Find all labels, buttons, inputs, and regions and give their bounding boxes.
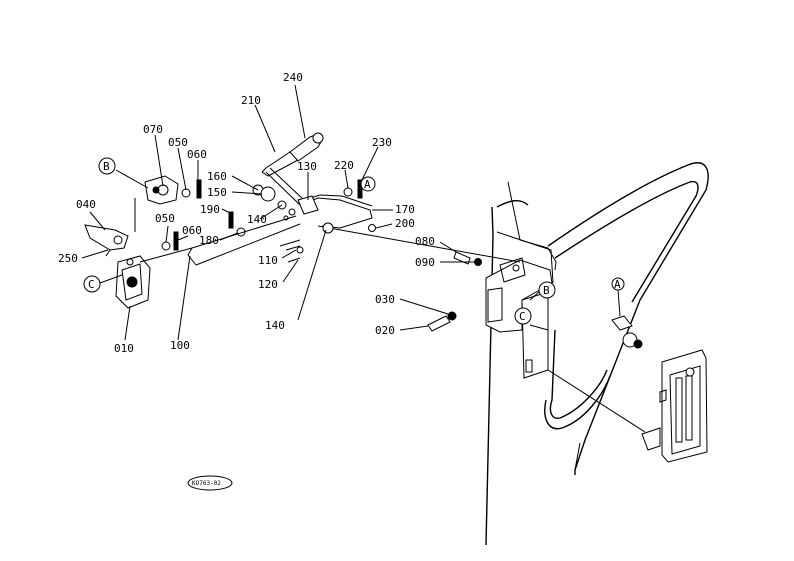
label-010: 010 (114, 342, 134, 355)
label-240: 240 (283, 71, 303, 84)
label-060b: 060 (182, 224, 202, 237)
drawing-code-text: KO763-02 (192, 480, 221, 487)
part-labels: 240 210 230 130 220 160 150 190 140 170 … (58, 71, 435, 355)
bracket-assembly (485, 257, 553, 379)
label-220: 220 (334, 159, 354, 172)
label-040: 040 (76, 198, 96, 211)
latch-plate (641, 349, 708, 463)
label-210: 210 (241, 94, 261, 107)
left-assembly (84, 175, 301, 309)
callout-c-right (514, 307, 532, 325)
callout-c-left (83, 275, 101, 293)
rod-lines (317, 225, 646, 433)
label-140a: 140 (247, 213, 267, 226)
callout-a-mid (360, 176, 376, 192)
drawing-code-stamp: KO763-02 (187, 475, 233, 491)
callout-b-right-letter: B (543, 284, 550, 297)
leader-lines (81, 84, 621, 341)
label-200: 200 (395, 217, 415, 230)
label-020: 020 (375, 324, 395, 337)
label-050b: 050 (155, 212, 175, 225)
callout-c-left-letter: C (88, 278, 95, 291)
label-110: 110 (258, 254, 278, 267)
callout-b-right (538, 281, 556, 299)
label-170: 170 (395, 203, 415, 216)
label-180: 180 (199, 234, 219, 247)
label-140b: 140 (265, 319, 285, 332)
callout-a-mid-letter: A (364, 178, 371, 191)
label-250: 250 (58, 252, 78, 265)
callout-a-right (611, 277, 625, 291)
callout-a-right-letter: A (614, 278, 621, 291)
label-100: 100 (170, 339, 190, 352)
cab-frame (485, 162, 709, 546)
label-050a: 050 (168, 136, 188, 149)
label-190: 190 (200, 203, 220, 216)
label-030: 030 (375, 293, 395, 306)
label-090: 090 (415, 256, 435, 269)
label-060a: 060 (187, 148, 207, 161)
callout-b-left-letter: B (103, 160, 110, 173)
label-230: 230 (372, 136, 392, 149)
callouts: B C A B C A (83, 157, 625, 325)
label-130: 130 (297, 160, 317, 173)
label-150: 150 (207, 186, 227, 199)
label-070: 070 (143, 123, 163, 136)
label-160: 160 (207, 170, 227, 183)
knob-and-rod (261, 132, 373, 229)
callout-b-left (98, 157, 116, 175)
label-080: 080 (415, 235, 435, 248)
bolts (427, 251, 643, 349)
callout-c-right-letter: C (519, 310, 526, 323)
label-120: 120 (258, 278, 278, 291)
